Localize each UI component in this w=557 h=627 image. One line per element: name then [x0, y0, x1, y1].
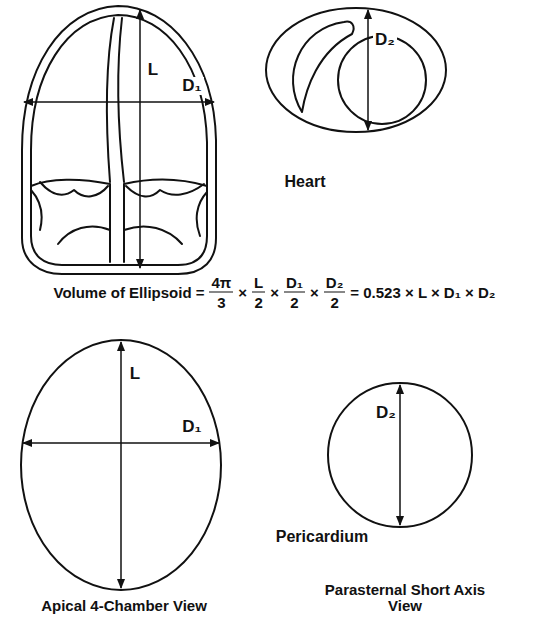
fraction-numerator: L [252, 274, 265, 293]
formula-term: × [270, 284, 279, 301]
dimension-arrow [367, 10, 369, 130]
view-label: Parasternal Short Axis View [316, 582, 495, 615]
dimension-arrow [120, 342, 122, 588]
right-ventricle [293, 22, 354, 112]
fraction-denominator: 2 [254, 293, 262, 311]
dimension-arrow [139, 10, 141, 268]
fraction-denominator: 3 [217, 293, 225, 311]
fraction-denominator: 2 [330, 293, 338, 311]
view-label: Heart [283, 173, 328, 191]
fraction-numerator: D₂ [324, 274, 346, 293]
pericardium-circle [328, 383, 472, 527]
dimension-label: D₂ [374, 404, 398, 423]
septum [107, 18, 114, 182]
septum [118, 18, 124, 182]
formula-term: × [310, 284, 319, 301]
short-axis-outer-wall [266, 8, 446, 132]
heart-inner-wall [31, 15, 207, 265]
atrium-outline [31, 180, 110, 262]
fraction: D₂2 [324, 274, 346, 311]
fraction-denominator: 2 [290, 293, 298, 311]
heart-outer-wall [22, 6, 216, 274]
atrial-wall [58, 226, 182, 244]
dimension-label: L [146, 61, 160, 80]
view-label: Pericardium [274, 528, 370, 546]
valve [126, 184, 204, 196]
atrium-outline [124, 180, 207, 262]
valve [40, 182, 108, 196]
dimension-label: D₂ [373, 31, 397, 50]
pericardium-ellipse [21, 340, 221, 590]
dimension-arrow [23, 442, 219, 444]
fraction: 4π3 [209, 274, 233, 311]
dimension-arrow [24, 101, 214, 103]
fraction: D₁2 [284, 274, 305, 311]
formula-term: × [238, 284, 247, 301]
fraction-numerator: 4π [209, 274, 233, 293]
fraction: L2 [252, 274, 265, 311]
dimension-label: D₁ [180, 77, 203, 96]
fraction-numerator: D₁ [284, 274, 305, 293]
view-label: Apical 4-Chamber View [39, 598, 209, 615]
volume-formula: Volume of Ellipsoid =4π3×L2×D₁2×D₂2= 0.5… [53, 274, 495, 311]
formula-term: Volume of Ellipsoid = [53, 284, 204, 301]
dimension-label: D₁ [180, 418, 203, 437]
dimension-arrow [399, 385, 401, 525]
dimension-label: L [128, 365, 142, 384]
formula-term: = 0.523 × L × D₁ × D₂ [350, 284, 495, 301]
